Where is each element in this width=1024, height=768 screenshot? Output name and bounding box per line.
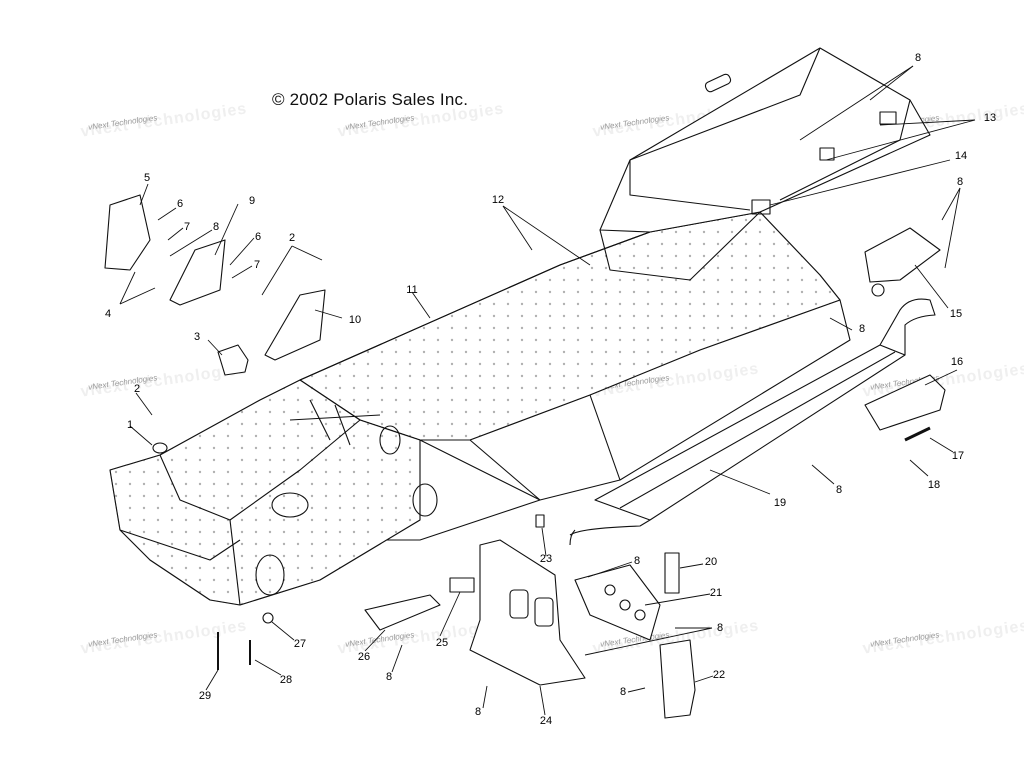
callout-2: 2 <box>288 232 296 244</box>
callout-29: 29 <box>198 690 212 702</box>
tunnel-frame <box>299 211 851 541</box>
callout-4: 4 <box>104 308 112 320</box>
part-17 <box>904 426 931 442</box>
bracket-9 <box>169 239 226 306</box>
callout-8: 8 <box>835 484 843 496</box>
callout-1: 1 <box>126 419 134 431</box>
callout-9: 9 <box>248 195 256 207</box>
callout-8: 8 <box>212 221 220 233</box>
part-27 <box>262 612 274 624</box>
callout-5: 5 <box>143 172 151 184</box>
part-3 <box>217 344 249 376</box>
callout-8: 8 <box>633 555 641 567</box>
callout-19: 19 <box>773 497 787 509</box>
callout-16: 16 <box>950 356 964 368</box>
callout-8: 8 <box>385 671 393 683</box>
running-board <box>569 298 936 546</box>
part-25 <box>449 577 475 593</box>
callout-10: 10 <box>348 314 362 326</box>
part-26 <box>364 594 441 631</box>
callout-8: 8 <box>474 706 482 718</box>
callout-15: 15 <box>949 308 963 320</box>
part-16 <box>864 374 946 431</box>
callout-6: 6 <box>176 198 184 210</box>
part-21 <box>574 564 661 641</box>
callout-12: 12 <box>491 194 505 206</box>
callout-17: 17 <box>951 450 965 462</box>
leader-lines <box>119 65 976 716</box>
callout-28: 28 <box>279 674 293 686</box>
bracket-5 <box>104 194 151 271</box>
callout-8: 8 <box>914 52 922 64</box>
part-1 <box>152 442 168 454</box>
callout-26: 26 <box>357 651 371 663</box>
callout-27: 27 <box>293 638 307 650</box>
callout-22: 22 <box>712 669 726 681</box>
callout-14: 14 <box>954 150 968 162</box>
part-22 <box>659 639 696 719</box>
callout-2: 2 <box>133 383 141 395</box>
callout-20: 20 <box>704 556 718 568</box>
callout-21: 21 <box>709 587 723 599</box>
callout-6: 6 <box>254 231 262 243</box>
callout-7: 7 <box>253 259 261 271</box>
callout-8: 8 <box>858 323 866 335</box>
front-bulkhead <box>109 379 438 606</box>
part-23 <box>535 514 545 528</box>
callout-8: 8 <box>619 686 627 698</box>
bracket-10 <box>264 289 326 361</box>
callout-8: 8 <box>716 622 724 634</box>
callout-24: 24 <box>539 715 553 727</box>
callout-7: 7 <box>183 221 191 233</box>
callout-13: 13 <box>983 112 997 124</box>
callout-18: 18 <box>927 479 941 491</box>
callout-23: 23 <box>539 553 553 565</box>
part-20 <box>664 552 680 594</box>
callout-25: 25 <box>435 637 449 649</box>
part-15 <box>864 227 941 283</box>
callout-3: 3 <box>193 331 201 343</box>
copyright-notice: © 2002 Polaris Sales Inc. <box>272 90 469 109</box>
callout-8: 8 <box>956 176 964 188</box>
callout-11: 11 <box>406 284 418 296</box>
